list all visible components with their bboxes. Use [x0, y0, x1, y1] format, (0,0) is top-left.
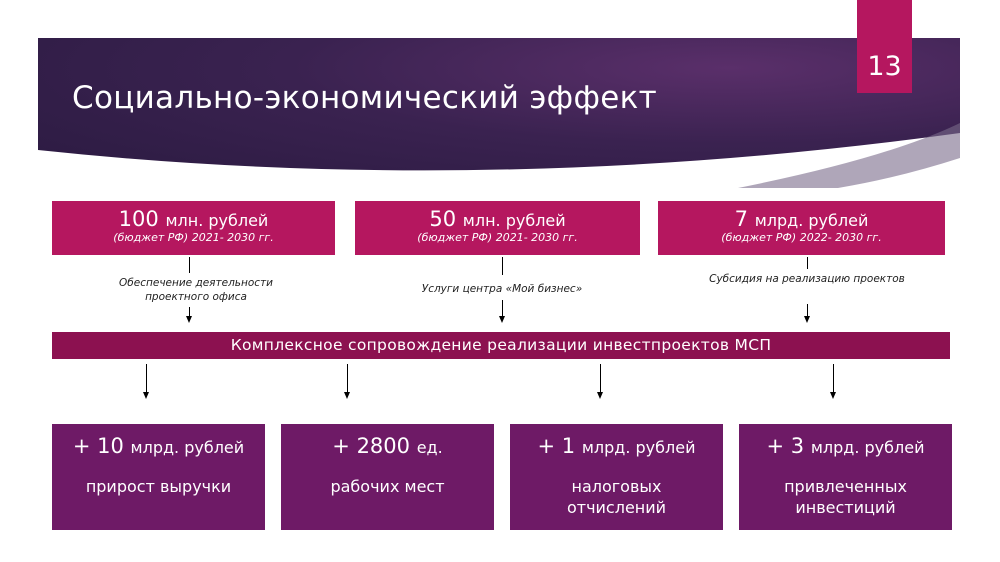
- connector: [347, 364, 348, 392]
- header-banner: [38, 38, 960, 188]
- header-curve: [38, 123, 960, 188]
- arrow-down-icon: [499, 316, 505, 323]
- source-note: Субсидия на реализацию проектов: [709, 273, 905, 285]
- connector: [502, 257, 503, 275]
- connector: [189, 307, 190, 317]
- connector: [600, 364, 601, 392]
- source-note: Обеспечение деятельности проектного офис…: [119, 277, 273, 303]
- connector: [807, 304, 808, 316]
- source-box: 50 млн. рублей (бюджет РФ) 2021- 2030 гг…: [355, 201, 640, 255]
- connector: [189, 257, 190, 273]
- arrow-down-icon: [830, 392, 836, 399]
- effect-box: + 2800 ед. рабочих мест: [281, 424, 494, 530]
- connector: [502, 300, 503, 316]
- connector: [833, 364, 834, 392]
- connector: [807, 257, 808, 269]
- connector: [146, 364, 147, 392]
- arrow-down-icon: [804, 316, 810, 323]
- arrow-down-icon: [344, 392, 350, 399]
- support-band: Комплексное сопровождение реализации инв…: [52, 332, 950, 359]
- slide-number: 13: [857, 0, 912, 93]
- source-box: 7 млрд. рублей (бюджет РФ) 2022- 2030 гг…: [658, 201, 945, 255]
- arrow-down-icon: [186, 316, 192, 323]
- arrow-down-icon: [143, 392, 149, 399]
- effect-box: + 3 млрд. рублей привлеченных инвестиций: [739, 424, 952, 530]
- effect-box: + 1 млрд. рублей налоговых отчислений: [510, 424, 723, 530]
- source-box: 100 млн. рублей (бюджет РФ) 2021- 2030 г…: [52, 201, 335, 255]
- effect-box: + 10 млрд. рублей прирост выручки: [52, 424, 265, 530]
- slide-title: Социально-экономический эффект: [72, 80, 658, 116]
- source-note: Услуги центра «Мой бизнес»: [421, 283, 583, 295]
- arrow-down-icon: [597, 392, 603, 399]
